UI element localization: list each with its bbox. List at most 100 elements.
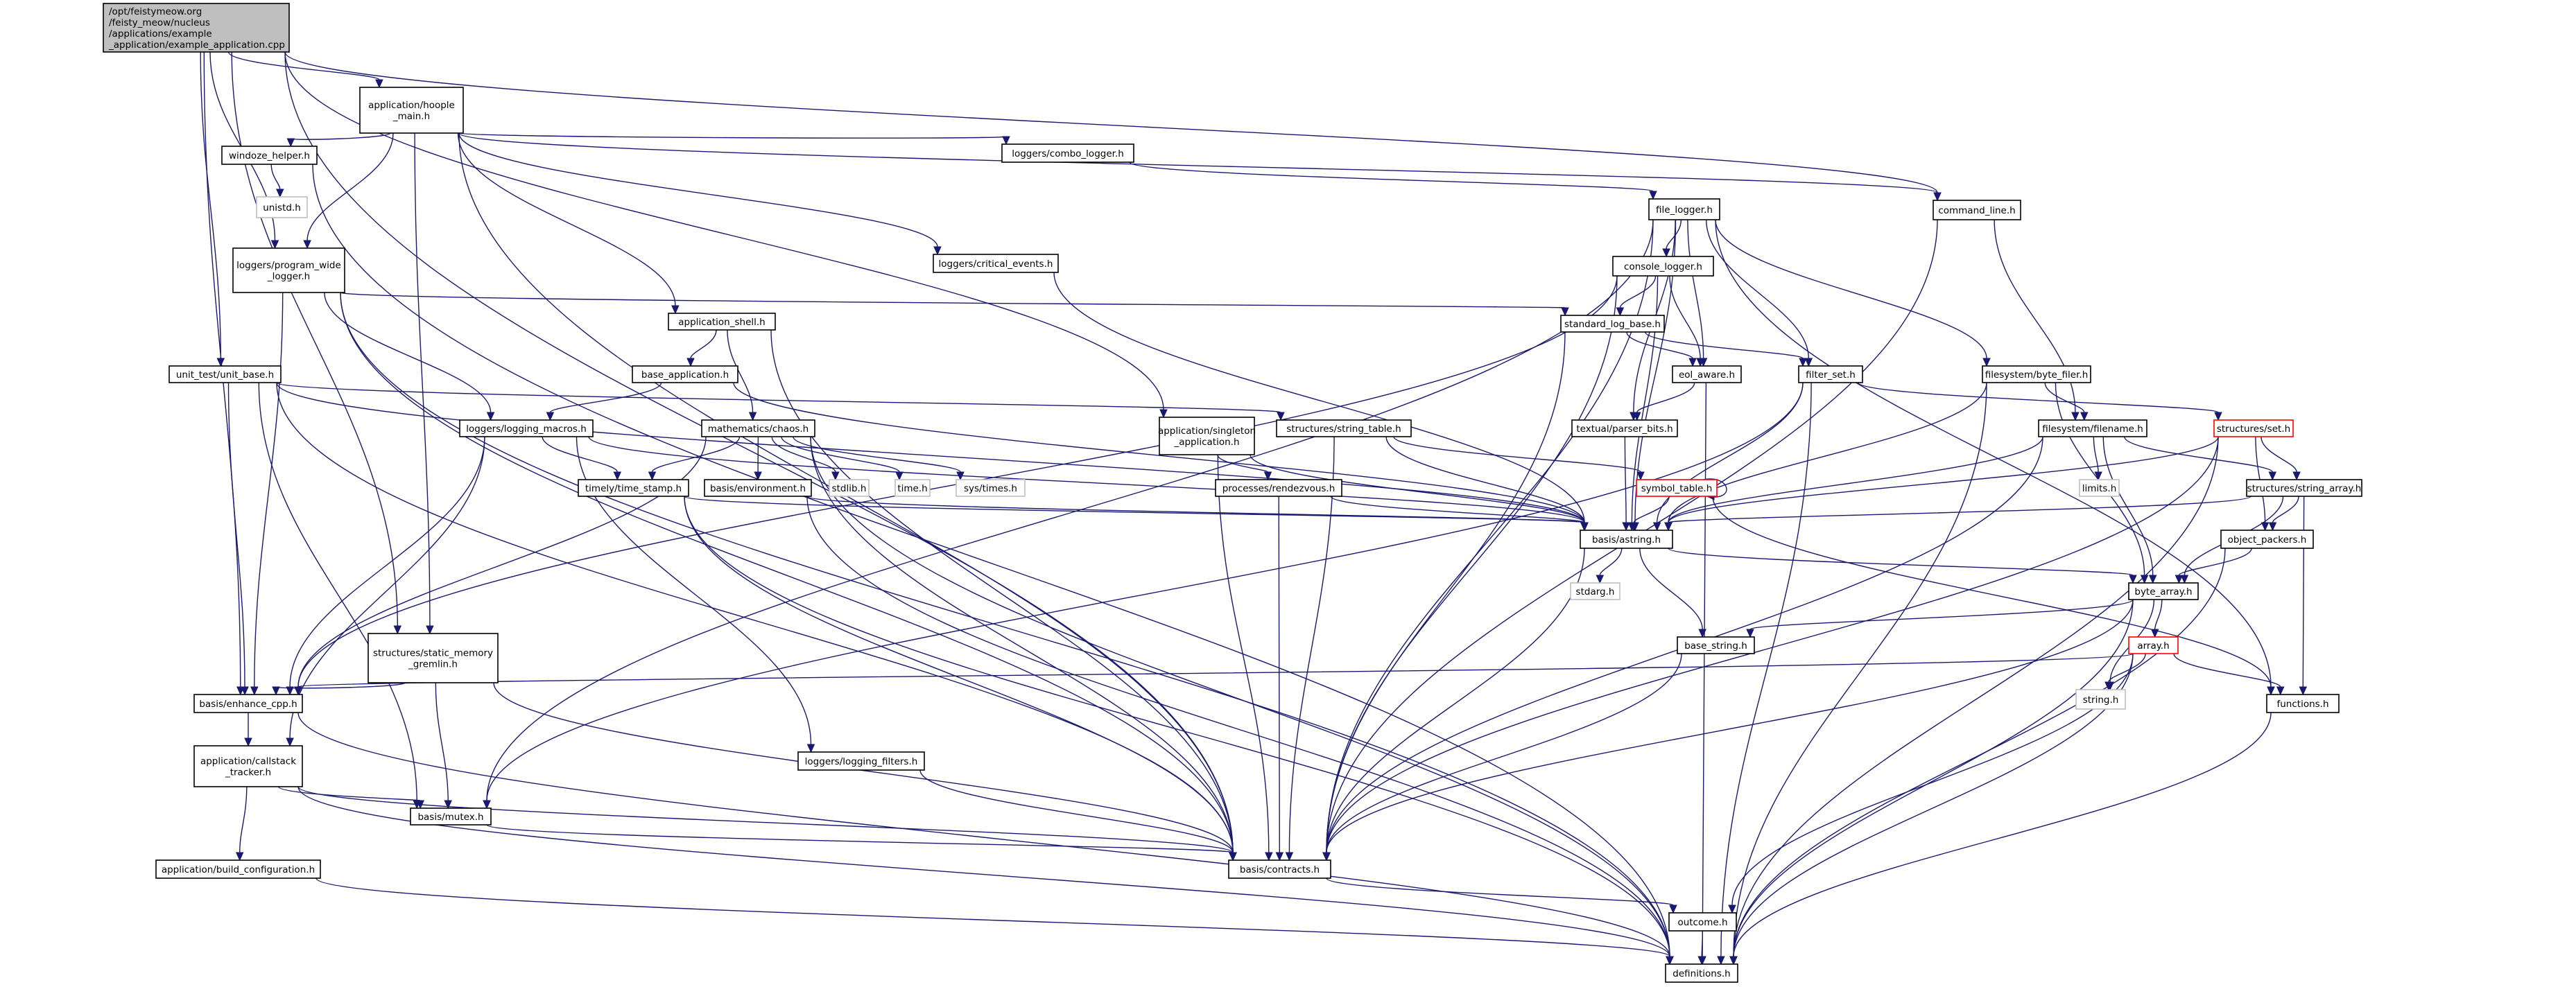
node-label: standard_log_base.h <box>1564 319 1661 330</box>
edge-path <box>1669 275 1701 359</box>
node-label: definitions.h <box>1672 968 1730 979</box>
arrowhead <box>1633 412 1641 421</box>
node-file-logger[interactable]: file_logger.h <box>1648 198 1720 220</box>
node-astring[interactable]: basis/astring.h <box>1580 530 1673 549</box>
edge-path <box>1626 331 1693 359</box>
node-console-logger[interactable]: console_logger.h <box>1612 256 1714 277</box>
node-hoople-main[interactable]: application/hoople_main.h <box>359 87 464 134</box>
edge-byte_filer-to-filename <box>2044 382 2089 421</box>
node-box <box>1560 315 1665 333</box>
edge-path <box>684 496 1670 957</box>
node-contracts[interactable]: basis/contracts.h <box>1228 859 1331 879</box>
node-static-memory-gremlin[interactable]: structures/static_memory_gremlin.h <box>368 633 499 683</box>
node-root[interactable]: /opt/feistymeow.org/feisty_meow/nucleus/… <box>103 3 290 53</box>
edge-application_shell-to-chaos <box>727 329 757 421</box>
node-singleton-application[interactable]: application/singleton_application.h <box>1158 417 1256 455</box>
node-environment[interactable]: basis/environment.h <box>704 479 812 497</box>
node-set[interactable]: structures/set.h <box>2213 419 2294 437</box>
node-chaos[interactable]: mathematics/chaos.h <box>701 419 815 437</box>
edge-array-to-outcome <box>1728 653 2134 914</box>
edge-hoople_main-to-critical_events <box>458 132 942 256</box>
node-outcome[interactable]: outcome.h <box>1668 912 1737 932</box>
arrowhead <box>895 471 904 481</box>
node-rendezvous[interactable]: processes/rendezvous.h <box>1215 479 1342 497</box>
node-string: string.h <box>2075 689 2126 710</box>
node-label: windoze_helper.h <box>229 150 310 161</box>
node-logging-macros[interactable]: loggers/logging_macros.h <box>459 419 594 437</box>
node-definitions[interactable]: definitions.h <box>1665 963 1738 983</box>
node-build-configuration[interactable]: application/build_configuration.h <box>155 859 321 879</box>
edge-path <box>2102 436 2154 576</box>
edge-byte_array-to-array <box>2150 599 2163 638</box>
arrowhead <box>1698 629 1706 638</box>
arrowhead <box>1717 956 1725 966</box>
node-application-shell[interactable]: application_shell.h <box>668 313 776 331</box>
node-label: _logger.h <box>267 271 310 282</box>
node-box <box>1570 582 1620 600</box>
node-windoze-helper[interactable]: windoze_helper.h <box>221 146 318 165</box>
node-base-string[interactable]: base_string.h <box>1677 636 1755 654</box>
node-byte-array[interactable]: byte_array.h <box>2128 582 2199 600</box>
arrowhead <box>2268 471 2277 481</box>
node-box <box>829 479 870 497</box>
edge-path <box>1706 219 1809 359</box>
edge-filename-to-limits <box>2093 436 2102 481</box>
edge-path <box>414 132 431 627</box>
node-box <box>1001 143 1134 163</box>
node-filename[interactable]: filesystem/filename.h <box>2038 419 2147 437</box>
edge-array-to-enhance_cpp <box>294 653 2134 696</box>
edge-set-to-astring <box>1664 436 2219 532</box>
node-label: loggers/combo_logger.h <box>1012 148 1124 159</box>
node-combo-logger[interactable]: loggers/combo_logger.h <box>1001 143 1134 163</box>
edge-astring-to-byte_array <box>1668 548 2137 584</box>
node-box <box>1672 365 1742 383</box>
edge-path <box>806 496 1670 957</box>
arrowhead <box>1285 852 1294 862</box>
edge-standard_log_base-to-filter_set <box>1645 331 1807 367</box>
node-symbol-table[interactable]: symbol_table.h <box>1636 479 1718 497</box>
arrowhead <box>2080 412 2089 421</box>
edge-symbol_table-to-astring <box>1630 496 1670 532</box>
edge-parser_bits-to-astring <box>1622 436 1630 532</box>
node-unit-base[interactable]: unit_test/unit_base.h <box>168 365 282 383</box>
edge-path <box>284 51 1164 410</box>
node-label: array.h <box>2137 640 2169 652</box>
edge-enhance_cpp-to-callstack_tracker <box>244 713 252 747</box>
edge-path <box>289 436 485 739</box>
node-mutex[interactable]: basis/mutex.h <box>410 807 492 826</box>
node-object-packers[interactable]: object_packers.h <box>2220 530 2314 549</box>
node-label: file_logger.h <box>1656 204 1713 216</box>
node-callstack-tracker[interactable]: application/callstack_tracker.h <box>193 745 303 787</box>
node-array[interactable]: array.h <box>2128 636 2179 654</box>
arrowhead <box>2261 522 2270 532</box>
edge-hoople_main-to-combo_logger <box>458 132 1010 146</box>
node-label: application/build_configuration.h <box>162 864 315 875</box>
node-filter-set[interactable]: filter_set.h <box>1798 365 1863 383</box>
node-box <box>410 807 492 826</box>
node-program-wide-logger[interactable]: loggers/program_wide_logger.h <box>232 247 345 293</box>
node-box <box>1571 419 1678 437</box>
node-functions[interactable]: functions.h <box>2266 694 2340 713</box>
node-byte-filer[interactable]: filesystem/byte_filer.h <box>1982 365 2091 383</box>
node-string-array[interactable]: structures/string_array.h <box>2246 479 2362 497</box>
node-base-application[interactable]: base_application.h <box>632 365 738 383</box>
node-box <box>1668 912 1737 932</box>
node-enhance-cpp[interactable]: basis/enhance_cpp.h <box>193 694 303 713</box>
edge-path <box>324 292 492 413</box>
node-parser-bits[interactable]: textual/parser_bits.h <box>1571 419 1678 437</box>
node-box <box>668 313 776 331</box>
node-label: filesystem/byte_filer.h <box>1985 369 2089 381</box>
edge-path <box>1715 219 2272 688</box>
node-critical-events[interactable]: loggers/critical_events.h <box>933 254 1059 273</box>
node-command-line[interactable]: command_line.h <box>1933 200 2021 220</box>
edge-path <box>486 824 1234 853</box>
node-logging-filters[interactable]: loggers/logging_filters.h <box>797 751 925 771</box>
node-eol-aware[interactable]: eol_aware.h <box>1672 365 1742 383</box>
node-string-table[interactable]: structures/string_table.h <box>1276 419 1412 437</box>
node-time-stamp[interactable]: timely/time_stamp.h <box>578 479 689 497</box>
node-box <box>1636 479 1718 497</box>
node-standard-log-base[interactable]: standard_log_base.h <box>1560 315 1665 333</box>
edge-path <box>276 382 1585 523</box>
edge-filename-to-string_array <box>2124 436 2277 481</box>
